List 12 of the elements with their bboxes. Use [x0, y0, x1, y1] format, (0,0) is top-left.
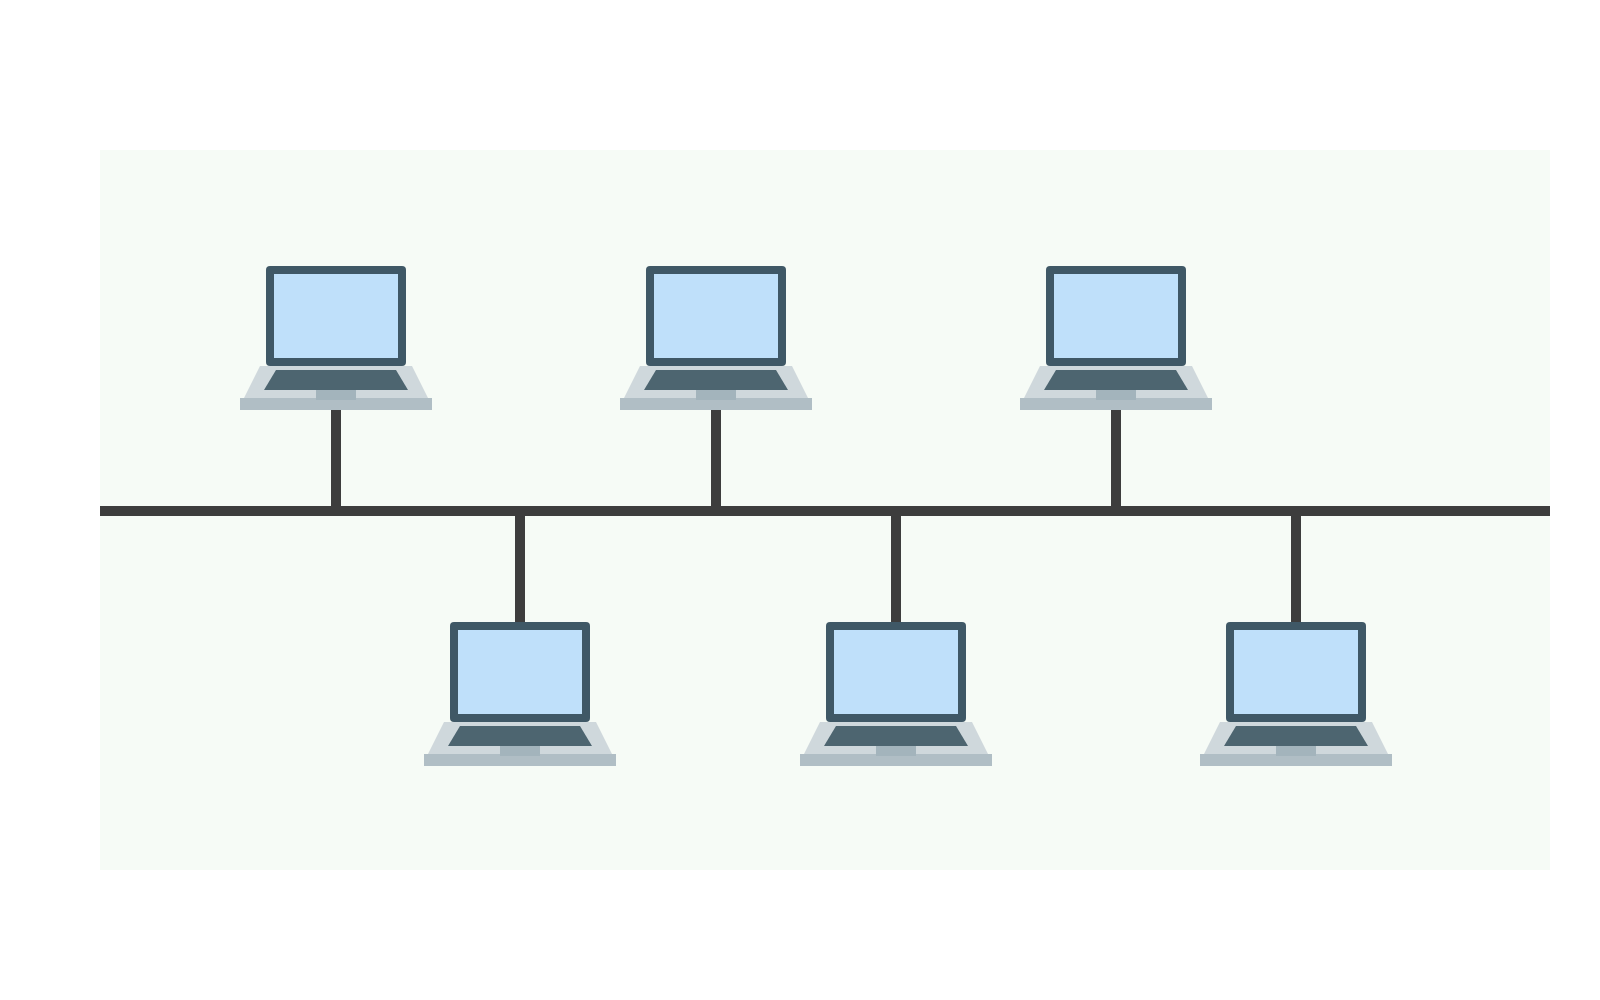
laptop-icon [620, 266, 812, 410]
laptop-icon [800, 622, 992, 766]
network-cable [331, 410, 341, 506]
network-cable [891, 516, 901, 622]
network-cable [1291, 516, 1301, 622]
laptop-icon [1200, 622, 1392, 766]
network-cable [515, 516, 525, 622]
network-cable [711, 410, 721, 506]
network-cable [1111, 410, 1121, 506]
laptop-icon [424, 622, 616, 766]
laptop-icon [1020, 266, 1212, 410]
laptop-icon [240, 266, 432, 410]
